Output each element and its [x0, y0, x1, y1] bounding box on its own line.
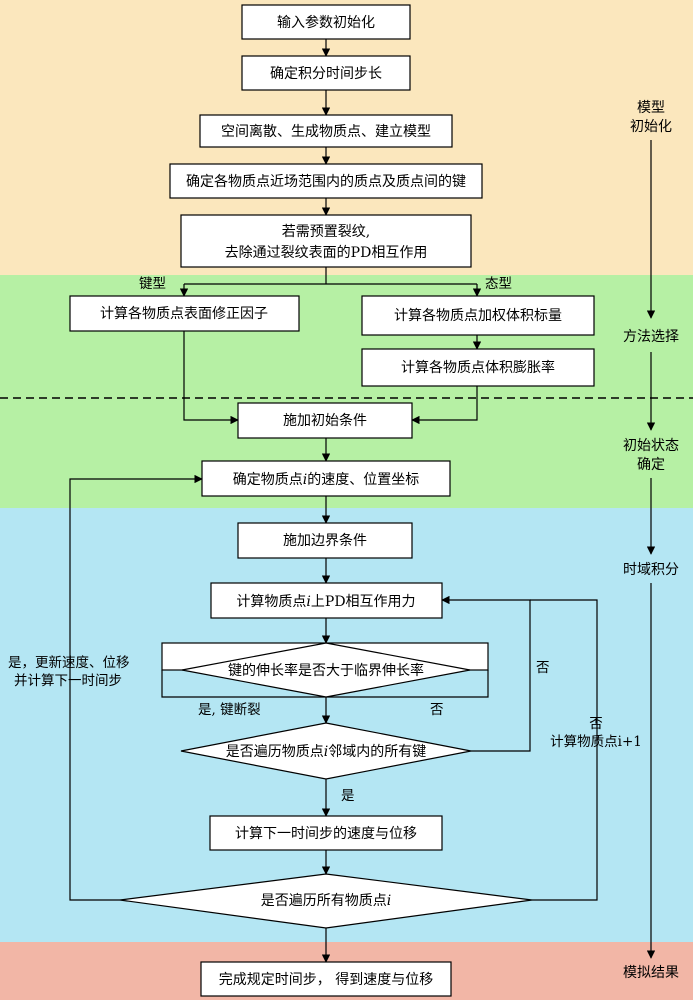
node-traverse-points: 是否遍历所有物质点i [119, 873, 533, 929]
node-velocity-position: 确定物质点i的速度、位置坐标 [201, 460, 451, 497]
node-neighbors: 确定各物质点近场范围内的质点及质点间的键 [169, 163, 483, 199]
node-pd-force-label: 计算物质点i上PD相互作用力 [236, 594, 415, 610]
node-initial-conditions: 施加初始条件 [237, 402, 413, 439]
edge-label-yes-update-2: 并计算下一时间步 [14, 673, 122, 689]
edge-label-no-next-point-2: 计算物质点i+1 [550, 734, 642, 750]
node-time-step-label: 确定积分时间步长 [270, 66, 382, 82]
edge-label-state-based: 态型 [485, 276, 512, 292]
edge-labels: 键型 态型 是, 键断裂 否 否 是 否 计算物质点i+1 是，更新速度、位移 … [8, 276, 642, 804]
edge-label-no-traverse-bonds: 否 [536, 660, 550, 676]
node-surface-factor: 计算各物质点表面修正因子 [69, 295, 300, 332]
phase-label-results: 模拟结果 [623, 965, 679, 981]
node-surface-factor-label: 计算各物质点表面修正因子 [100, 306, 268, 322]
node-boundary-conditions: 施加边界条件 [237, 522, 413, 559]
edge-label-no-stretch: 否 [430, 702, 444, 718]
node-boundary-conditions-label: 施加边界条件 [283, 532, 367, 549]
node-traverse-bonds: 是否遍历物质点i邻域内的所有键 [180, 722, 472, 780]
edge-traverse-points-yes-loop [69, 474, 203, 901]
node-precrack-label-1: 若需预置裂纹, [282, 224, 370, 240]
edge-label-no-next-point-1: 否 [589, 716, 603, 732]
phase-label-time-integration: 时域积分 [623, 562, 679, 578]
node-weighted-volume-label: 计算各物质点加权体积标量 [394, 308, 562, 324]
band-time-integration [0, 508, 693, 942]
node-next-step: 计算下一时间步的速度与位移 [209, 815, 443, 851]
phase-label-initial-state-2: 确定 [637, 457, 665, 473]
node-weighted-volume: 计算各物质点加权体积标量 [361, 295, 595, 336]
node-next-step-label: 计算下一时间步的速度与位移 [235, 826, 417, 842]
node-time-step: 确定积分时间步长 [241, 55, 411, 91]
phase-labels: 模型 初始化 方法选择 初始状态 确定 时域积分 模拟结果 [623, 100, 679, 981]
node-neighbors-label: 确定各物质点近场范围内的质点及质点间的键 [186, 173, 466, 190]
node-dilatation: 计算各物质点体积膨胀率 [361, 348, 595, 387]
edge-dilatation-to-initial [411, 386, 478, 425]
node-finish-label: 完成规定时间步， 得到速度与位移 [219, 971, 433, 988]
edge-label-yes-update-1: 是，更新速度、位移 [8, 655, 130, 671]
phase-label-method-select: 方法选择 [623, 329, 679, 345]
node-traverse-bonds-label: 是否遍历物质点i邻域内的所有键 [226, 744, 426, 760]
phase-label-model-init-2: 初始化 [630, 118, 672, 135]
edge-label-yes-bond-break: 是, 键断裂 [198, 702, 261, 718]
node-traverse-points-label: 是否遍历所有物质点i [261, 893, 391, 909]
node-dilatation-label: 计算各物质点体积膨胀率 [401, 359, 555, 376]
node-stretch-check: 键的伸长率是否大于临界伸长率 [161, 642, 489, 698]
node-precrack: 若需预置裂纹, 去除通过裂纹表面的PD相互作用 [180, 214, 472, 268]
phase-label-model-init-1: 模型 [637, 100, 665, 116]
edge-traverse-bonds-no-loop [441, 595, 531, 752]
phase-label-initial-state-1: 初始状态 [623, 437, 679, 454]
node-stretch-check-label: 键的伸长率是否大于临界伸长率 [228, 662, 424, 679]
node-pd-force: 计算物质点i上PD相互作用力 [210, 582, 443, 619]
node-finish: 完成规定时间步， 得到速度与位移 [200, 961, 452, 997]
node-velocity-position-label: 确定物质点i的速度、位置坐标 [233, 472, 419, 488]
node-input-init-label: 输入参数初始化 [277, 14, 375, 31]
edge-label-bond-based: 键型 [139, 276, 166, 292]
node-discretize-label: 空间离散、生成物质点、建立模型 [221, 123, 431, 140]
node-input-init: 输入参数初始化 [241, 4, 411, 40]
node-precrack-label-2: 去除通过裂纹表面的PD相互作用 [225, 245, 428, 261]
node-initial-conditions-label: 施加初始条件 [283, 412, 367, 429]
node-discretize: 空间离散、生成物质点、建立模型 [199, 114, 453, 148]
edge-traverse-points-no-loop [530, 599, 598, 901]
edge-surface-to-initial [183, 331, 239, 425]
edge-label-yes-traverse-bonds: 是 [341, 788, 355, 804]
